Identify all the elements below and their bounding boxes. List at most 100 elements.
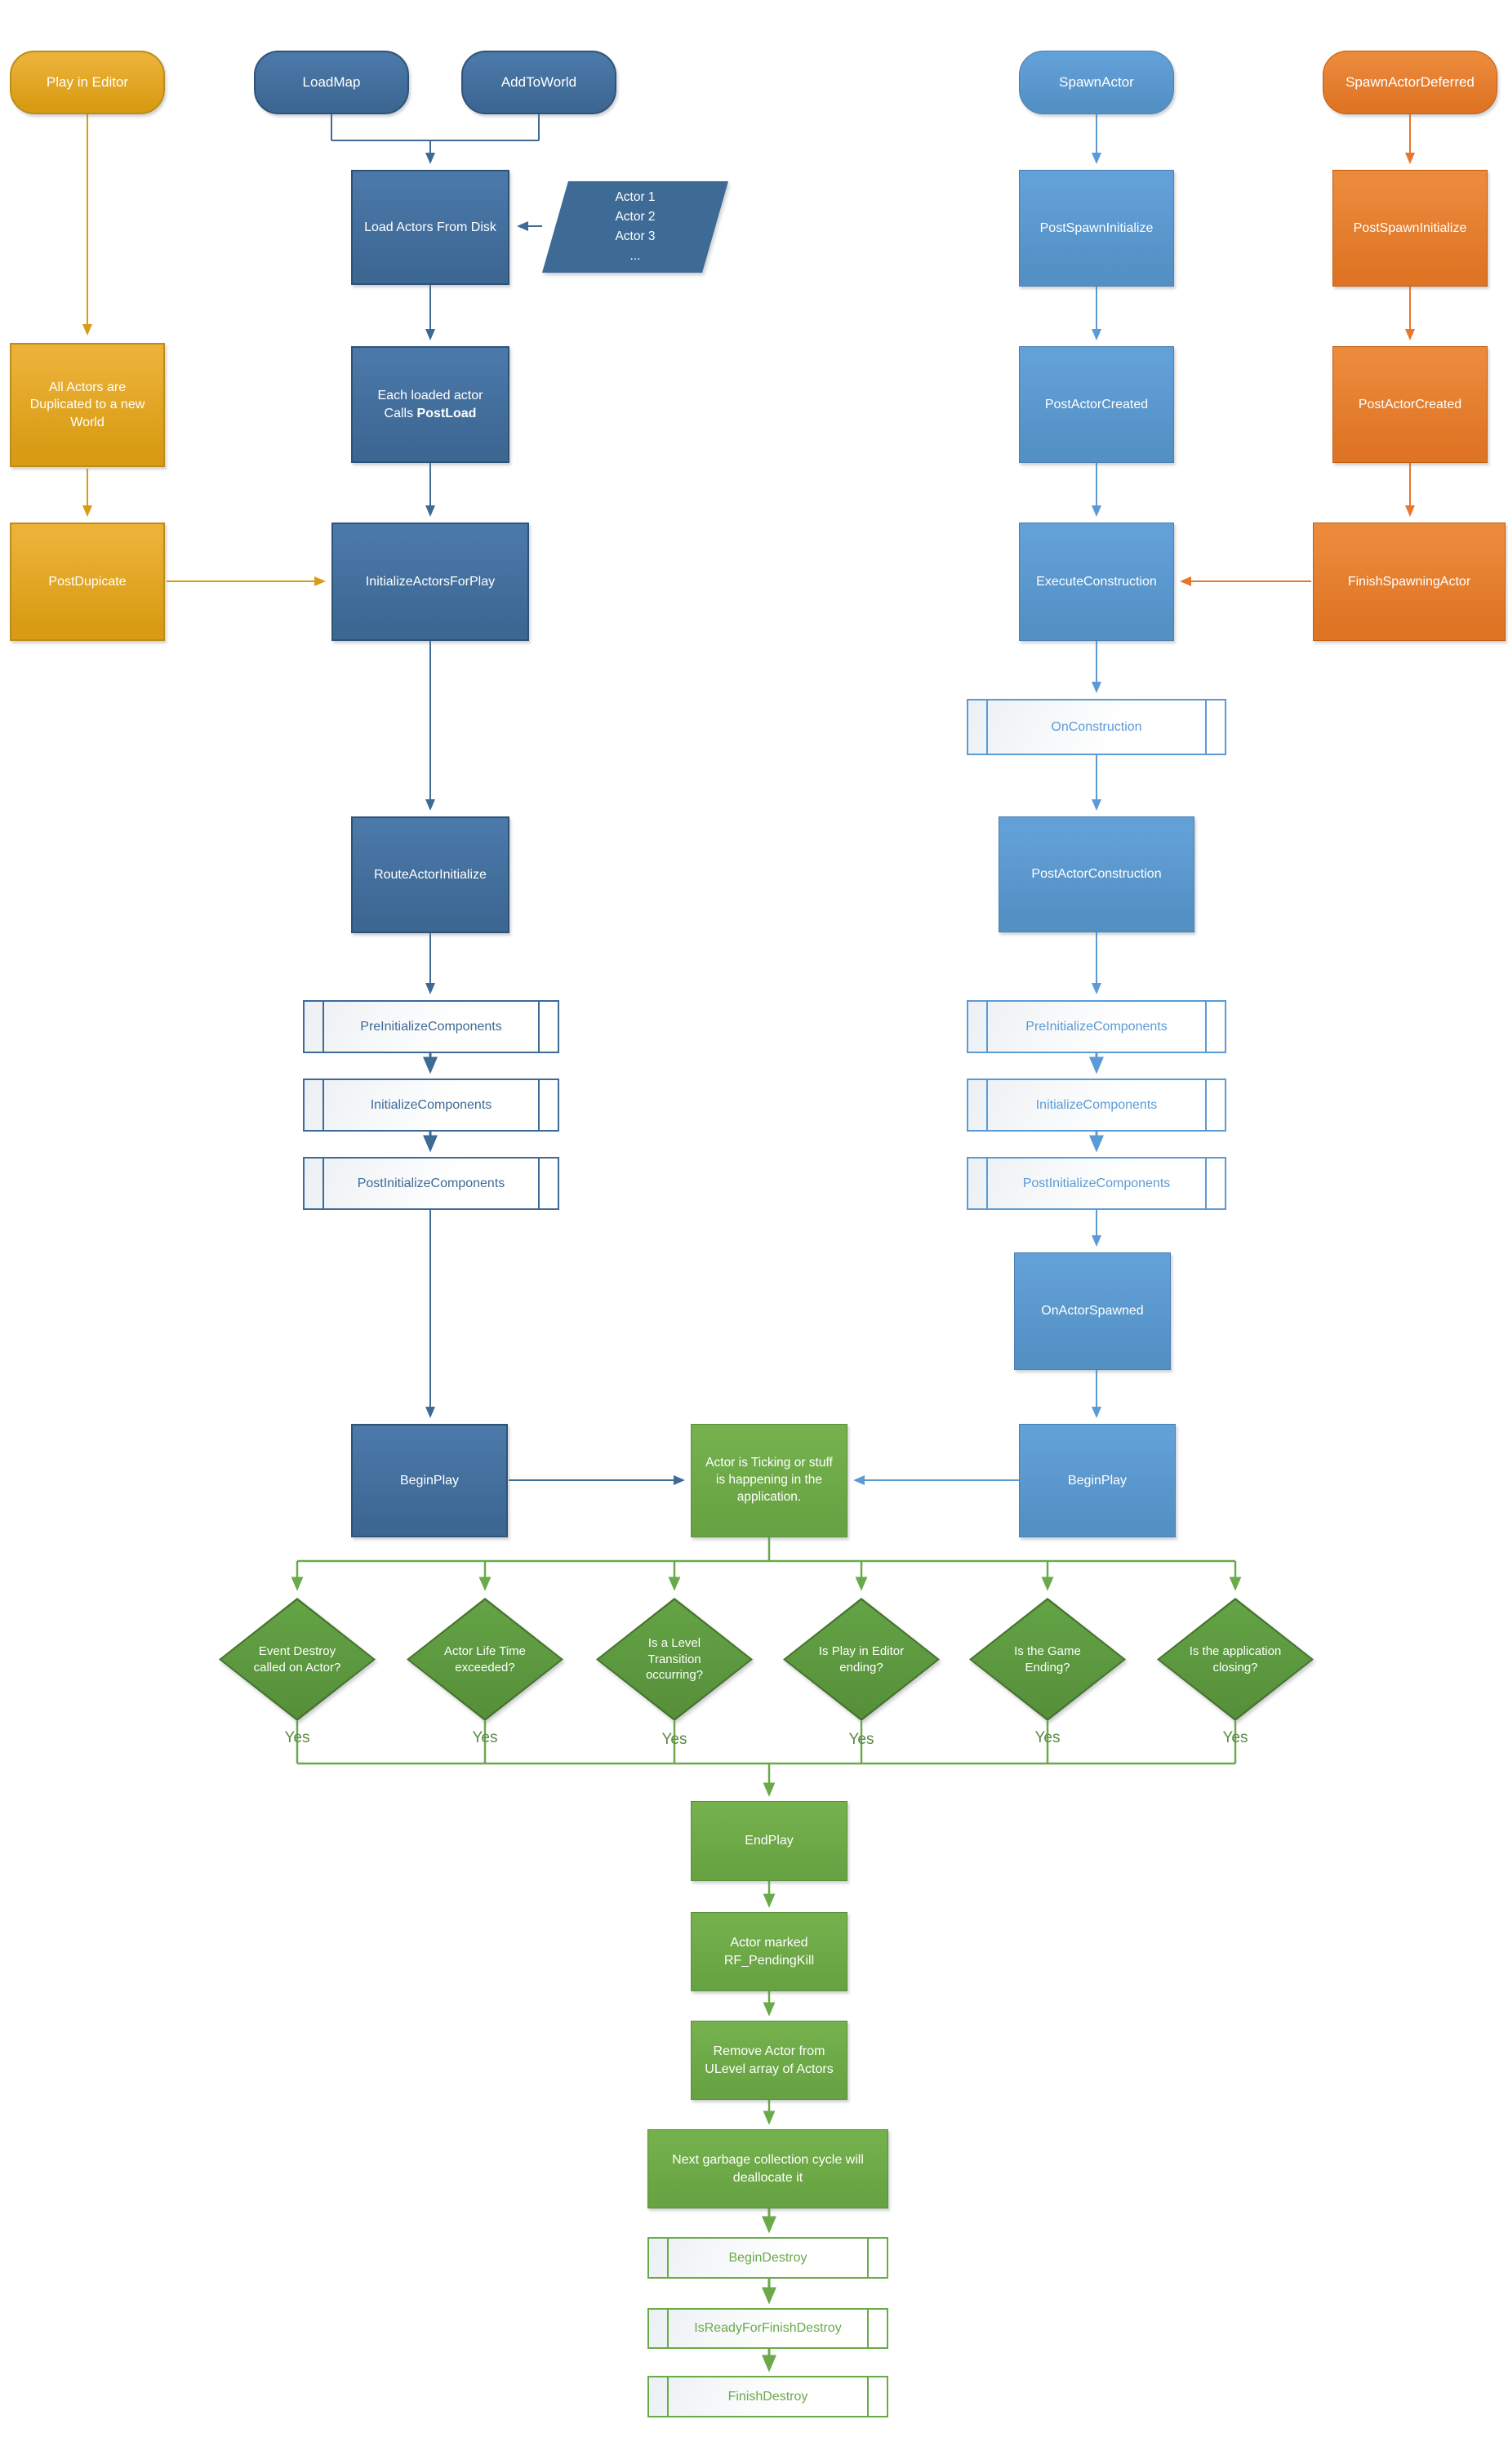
decision-actor-lifetime: Actor Life Time exceeded? bbox=[407, 1598, 563, 1721]
node-label: IsReadyForFinishDestroy bbox=[694, 2321, 842, 2335]
node-label: Actor 1 Actor 2 Actor 3 ... bbox=[615, 189, 656, 264]
subroutine-inner-line bbox=[986, 1159, 988, 1208]
node-actor-ticking: Actor is Ticking or stuff is happening i… bbox=[691, 1424, 847, 1537]
node-label: Load Actors From Disk bbox=[364, 220, 496, 234]
node-post-initialize-components-right: PostInitializeComponents bbox=[967, 1157, 1226, 1210]
node-label: PostInitializeComponents bbox=[357, 1176, 505, 1190]
node-spawn-actor: SpawnActor bbox=[1019, 51, 1174, 114]
decision-application-closing: Is the application closing? bbox=[1157, 1598, 1314, 1721]
node-next-garbage-collection: Next garbage collection cycle will deall… bbox=[647, 2129, 888, 2208]
node-post-dupicate: PostDupicate bbox=[10, 523, 165, 641]
node-label: Actor marked RF_PendingKill bbox=[723, 1935, 815, 1968]
node-on-actor-spawned: OnActorSpawned bbox=[1014, 1252, 1171, 1370]
node-label: BeginPlay bbox=[399, 1473, 460, 1488]
subroutine-inner-line bbox=[538, 1080, 540, 1130]
subroutine-inner-line bbox=[667, 2239, 669, 2277]
node-label: SpawnActorDeferred bbox=[1346, 73, 1475, 90]
node-load-map: LoadMap bbox=[254, 51, 409, 114]
decision-level-transition: Is a Level Transition occurring? bbox=[596, 1598, 753, 1721]
subroutine-inner-line bbox=[986, 1080, 988, 1130]
node-route-actor-initialize: RouteActorInitialize bbox=[351, 816, 509, 933]
node-begin-play-left: BeginPlay bbox=[351, 1424, 508, 1537]
subroutine-inner-line bbox=[323, 1002, 324, 1052]
node-on-construction: OnConstruction bbox=[967, 699, 1226, 755]
yes-label: Yes bbox=[1034, 1729, 1061, 1746]
node-label: BeginPlay bbox=[1067, 1473, 1128, 1488]
node-remove-actor-from-ulevel: Remove Actor from ULevel array of Actors bbox=[691, 2021, 847, 2100]
decision-pie-ending: Is Play in Editor ending? bbox=[783, 1598, 940, 1721]
node-actor-marked-pending-kill: Actor marked RF_PendingKill bbox=[691, 1912, 847, 1991]
subroutine-inner-line bbox=[1205, 701, 1207, 754]
node-actor-list-parallelogram: Actor 1 Actor 2 Actor 3 ... bbox=[542, 181, 728, 273]
subroutine-inner-line bbox=[986, 701, 988, 754]
node-label: Next garbage collection cycle will deall… bbox=[672, 2152, 864, 2185]
node-label: FinishSpawningActor bbox=[1347, 574, 1471, 589]
node-label: InitializeComponents bbox=[370, 1097, 492, 1112]
yes-label: Yes bbox=[284, 1729, 310, 1746]
subroutine-inner-line bbox=[538, 1002, 540, 1052]
node-load-actors-from-disk: Load Actors From Disk bbox=[351, 170, 509, 285]
node-label: Play in Editor bbox=[46, 73, 129, 90]
node-label: Remove Actor from ULevel array of Actors bbox=[705, 2044, 834, 2076]
diamond-fill: Is a Level Transition occurring? bbox=[598, 1600, 750, 1719]
subroutine-inner-line bbox=[1205, 1002, 1207, 1052]
node-play-in-editor: Play in Editor bbox=[10, 51, 165, 114]
node-label: All Actors are Duplicated to a new World bbox=[29, 380, 145, 429]
node-label: Is the Game Ending? bbox=[1014, 1644, 1081, 1675]
subroutine-inner-line bbox=[667, 2310, 669, 2347]
node-is-ready-for-finish-destroy: IsReadyForFinishDestroy bbox=[647, 2308, 888, 2349]
node-label: PostInitializeComponents bbox=[1022, 1176, 1171, 1190]
node-label: BeginDestroy bbox=[728, 2250, 807, 2265]
yes-label: Yes bbox=[848, 1731, 874, 1748]
subroutine-inner-line bbox=[1205, 1159, 1207, 1208]
node-post-spawn-initialize-orange: PostSpawnInitialize bbox=[1332, 170, 1488, 287]
node-finish-spawning-actor: FinishSpawningActor bbox=[1313, 523, 1506, 641]
node-label: Event Destroy called on Actor? bbox=[253, 1644, 341, 1675]
node-spawn-actor-deferred: SpawnActorDeferred bbox=[1323, 51, 1497, 114]
node-initialize-components-left: InitializeComponents bbox=[303, 1079, 559, 1132]
subroutine-inner-line bbox=[323, 1159, 324, 1208]
yes-label: Yes bbox=[1222, 1729, 1248, 1746]
node-label: Actor Life Time exceeded? bbox=[443, 1644, 527, 1675]
decision-game-ending: Is the Game Ending? bbox=[969, 1598, 1126, 1721]
node-finish-destroy: FinishDestroy bbox=[647, 2376, 888, 2417]
node-label: OnConstruction bbox=[1051, 719, 1142, 734]
node-label: PostActorConstruction bbox=[1031, 867, 1162, 882]
node-label: PostActorCreated bbox=[1044, 397, 1149, 411]
node-pre-initialize-components-right: PreInitializeComponents bbox=[967, 1000, 1226, 1053]
node-label: ExecuteConstruction bbox=[1036, 574, 1157, 589]
node-label: Actor is Ticking or stuff is happening i… bbox=[705, 1456, 833, 1504]
diamond-fill: Is the application closing? bbox=[1159, 1600, 1311, 1719]
subroutine-inner-line bbox=[986, 1002, 988, 1052]
subroutine-inner-line bbox=[323, 1080, 324, 1130]
node-label: PostSpawnInitialize bbox=[1039, 220, 1154, 235]
diamond-fill: Is the Game Ending? bbox=[972, 1600, 1123, 1719]
node-label: Is a Level Transition occurring? bbox=[645, 1636, 704, 1683]
node-label: OnActorSpawned bbox=[1041, 1304, 1144, 1319]
node-label: InitializeActorsForPlay bbox=[365, 574, 496, 589]
node-label: Each loaded actor Calls PostLoad bbox=[377, 388, 483, 420]
node-all-actors-duplicated: All Actors are Duplicated to a new World bbox=[10, 343, 165, 467]
diamond-fill: Event Destroy called on Actor? bbox=[221, 1600, 373, 1719]
node-pre-initialize-components-left: PreInitializeComponents bbox=[303, 1000, 559, 1053]
node-label: AddToWorld bbox=[500, 73, 577, 90]
subroutine-inner-line bbox=[867, 2239, 869, 2277]
node-post-actor-created-orange: PostActorCreated bbox=[1332, 346, 1488, 463]
node-label: PreInitializeComponents bbox=[1025, 1019, 1168, 1034]
node-execute-construction: ExecuteConstruction bbox=[1019, 523, 1174, 641]
node-label: RouteActorInitialize bbox=[374, 867, 487, 882]
node-label: PreInitializeComponents bbox=[360, 1019, 502, 1034]
diamond-fill: Is Play in Editor ending? bbox=[785, 1600, 937, 1719]
diamond-fill: Actor Life Time exceeded? bbox=[409, 1600, 561, 1719]
node-label: LoadMap bbox=[302, 73, 361, 90]
subroutine-inner-line bbox=[538, 1159, 540, 1208]
node-each-loaded-actor: Each loaded actor Calls PostLoad bbox=[351, 346, 509, 463]
node-label: Is the application closing? bbox=[1189, 1644, 1282, 1675]
node-label: SpawnActor bbox=[1059, 73, 1134, 90]
subroutine-inner-line bbox=[867, 2377, 869, 2416]
node-post-spawn-initialize-blue: PostSpawnInitialize bbox=[1019, 170, 1174, 287]
node-end-play: EndPlay bbox=[691, 1801, 847, 1881]
node-begin-play-right: BeginPlay bbox=[1019, 1424, 1176, 1537]
node-post-actor-created-blue: PostActorCreated bbox=[1019, 346, 1174, 463]
